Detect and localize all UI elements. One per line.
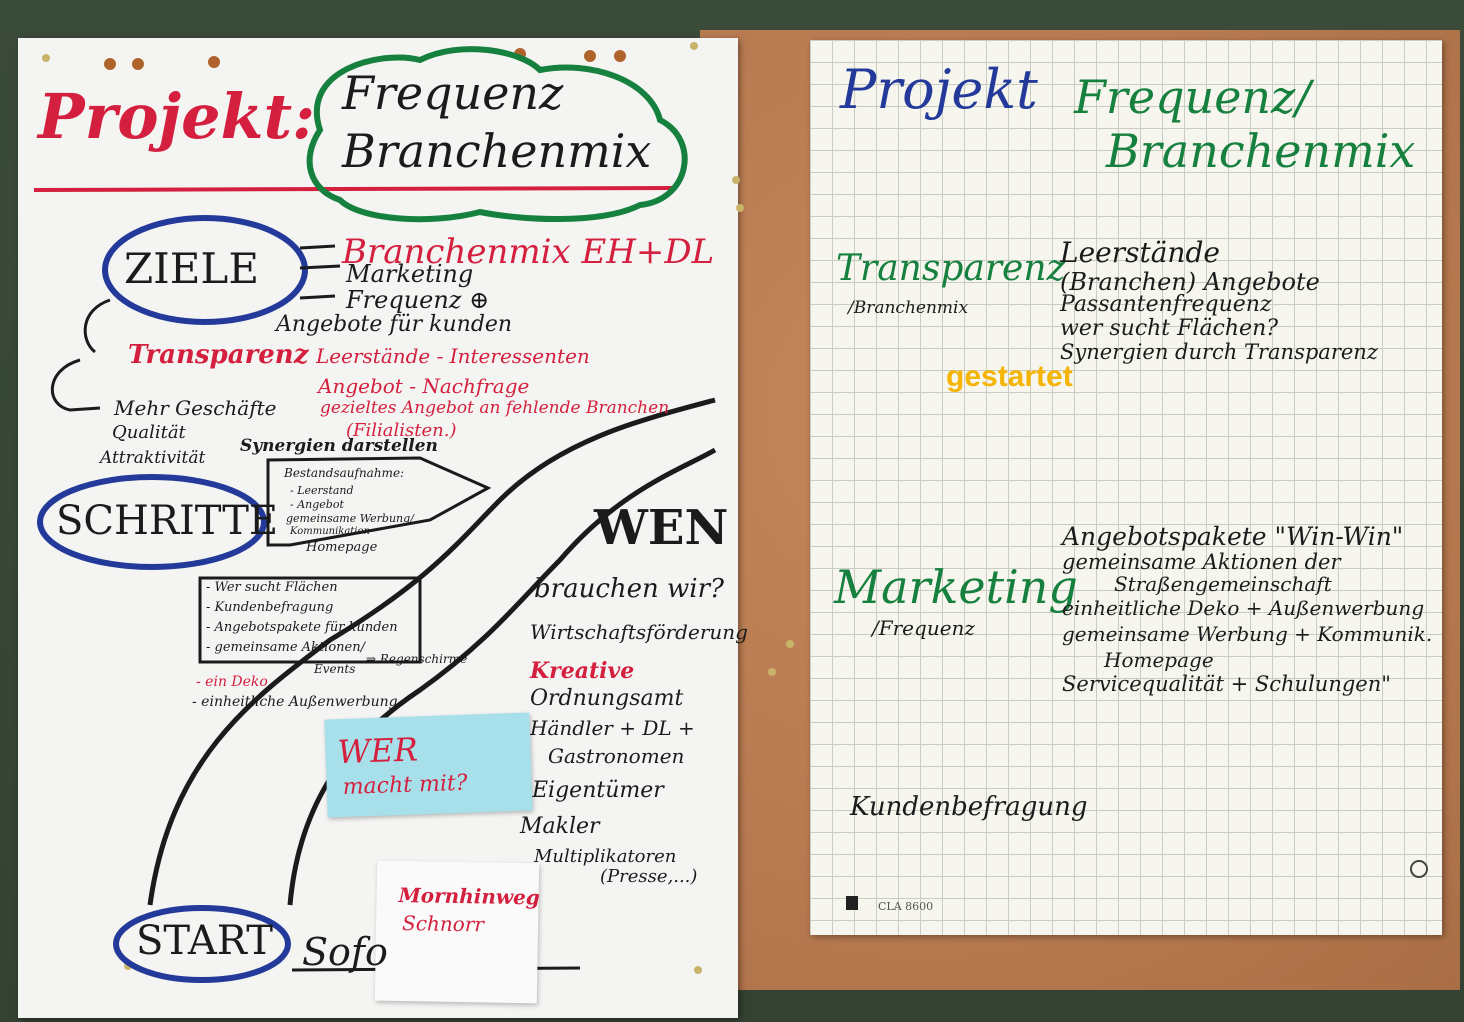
transparenz-line-1: Leerstände - Interessenten [316, 344, 590, 368]
sticky-note-white: Mornhinweg Schnorr [374, 860, 540, 1004]
sticky-white-line-1: Mornhinweg [398, 882, 540, 910]
marketing-item-2: gemeinsame Aktionen der [1062, 550, 1341, 574]
gestartet-annotation: gestartet [946, 360, 1073, 393]
wen-item-9: (Presse,...) [600, 866, 698, 887]
mehr-line-3: Attraktivität [100, 448, 206, 468]
bestand-line-3: - Angebot [290, 498, 344, 511]
sticky-note-blue: WER macht mit? [324, 712, 533, 818]
left-title-branchenmix: Branchenmix [342, 124, 652, 178]
pin [614, 50, 626, 62]
step-line-1: - Wer sucht Flächen [206, 580, 338, 595]
bestand-line-6: Homepage [306, 540, 378, 555]
transparenz-item-3: Passantenfrequenz [1060, 292, 1272, 317]
transparenz-item-4: wer sucht Flächen? [1060, 316, 1279, 341]
wen-item-2: Kreative [530, 658, 635, 684]
pin [104, 58, 116, 70]
tack [42, 54, 50, 62]
right-marketing-sub: /Frequenz [872, 616, 975, 640]
step-red: - ein Deko [196, 674, 268, 690]
transparenz-line-2: Angebot - Nachfrage [318, 374, 530, 398]
mehr-line-2: Qualität [112, 422, 186, 443]
wen-label: WEN [594, 500, 729, 556]
wen-item-5: Gastronomen [548, 744, 685, 768]
marketing-item-4: einheitliche Deko + Außenwerbung [1062, 596, 1425, 620]
step-line-3: - Angebotspakete für kunden [206, 620, 398, 635]
tack [768, 668, 776, 676]
marketing-item-5: gemeinsame Werbung + Kommunik. [1062, 622, 1433, 646]
synergien-text: Synergien darstellen [240, 436, 438, 456]
ziele-item-2: Marketing [346, 260, 474, 288]
right-title-frequenz: Frequenz/ [1074, 70, 1311, 124]
right-transparenz: Transparenz [836, 248, 1066, 289]
bestand-line-5: Kommunikation [290, 526, 370, 537]
sticky-blue-macht-mit: macht mit? [342, 770, 468, 800]
wen-item-6: Eigentümer [532, 778, 664, 803]
sticky-white-line-2: Schnorr [401, 911, 485, 937]
tack [694, 966, 702, 974]
wen-item-4: Händler + DL + [530, 716, 695, 740]
right-title-branchenmix: Branchenmix [1106, 124, 1416, 178]
right-transparenz-sub: /Branchenmix [848, 298, 969, 318]
pin [208, 56, 220, 68]
schritte-label: SCHRITTE [56, 498, 279, 544]
pin [584, 50, 596, 62]
ziele-item-4: Angebote für kunden [276, 312, 513, 337]
ziele-label: ZIELE [124, 244, 259, 293]
left-title-frequenz: Frequenz [342, 66, 564, 120]
pad-logo [846, 896, 858, 910]
step-last: - einheitliche Außenwerbung [192, 694, 398, 710]
pad-code: CLA 8600 [878, 900, 934, 913]
wen-item-8: Multiplikatoren [534, 846, 677, 867]
marketing-item-6: Homepage [1104, 648, 1214, 672]
step-line-6: ⇒ Regenschirme [366, 652, 468, 666]
sticky-blue-wer: WER [336, 730, 419, 772]
bestand-line-2: - Leerstand [290, 484, 354, 497]
ziele-item-1: Branchenmix EH+DL [342, 232, 715, 272]
sofo-text: Sofo [302, 930, 388, 974]
marketing-item-3: Straßengemeinschaft [1114, 572, 1332, 596]
transparenz-item-2: (Branchen) Angebote [1060, 268, 1320, 296]
step-line-2: - Kundenbefragung [206, 600, 334, 615]
ziele-item-3: Frequenz ⊕ [346, 286, 490, 314]
wen-question: brauchen wir? [534, 574, 724, 604]
mehr-line-1: Mehr Geschäfte [114, 396, 277, 420]
tack [786, 640, 794, 648]
tack [736, 204, 744, 212]
transparenz-line-3: gezieltes Angebot an fehlende Branchen [320, 398, 670, 418]
start-label: START [136, 918, 273, 964]
bestand-line-4: gemeinsame Werbung/ [286, 512, 414, 525]
tack [732, 176, 740, 184]
kundenbefragung-label: Kundenbefragung [850, 792, 1088, 822]
step-line-4: - gemeinsame Aktionen/ [206, 640, 365, 655]
bestand-line-1: Bestandsaufnahme: [284, 466, 405, 480]
step-line-5: Events [314, 662, 356, 676]
tack [690, 42, 698, 50]
transparenz-item-1: Leerstände [1060, 236, 1220, 269]
wen-item-1: Wirtschaftsförderung [530, 620, 748, 644]
left-title-projekt: Projekt: [38, 80, 316, 153]
recycle-icon [1410, 860, 1428, 878]
marketing-item-1: Angebotspakete "Win-Win" [1062, 522, 1404, 551]
right-marketing: Marketing [834, 560, 1078, 614]
transparenz-line-4: (Filialisten.) [346, 420, 457, 441]
pin [132, 58, 144, 70]
wen-item-3: Ordnungsamt [530, 686, 684, 711]
right-title-projekt: Projekt [840, 58, 1038, 121]
wen-item-7: Makler [520, 814, 600, 839]
right-flipchart-sheet [810, 40, 1442, 935]
marketing-item-7: Servicequalität + Schulungen" [1062, 672, 1391, 696]
left-transparenz: Transparenz [128, 340, 309, 370]
transparenz-item-5: Synergien durch Transparenz [1060, 340, 1378, 364]
